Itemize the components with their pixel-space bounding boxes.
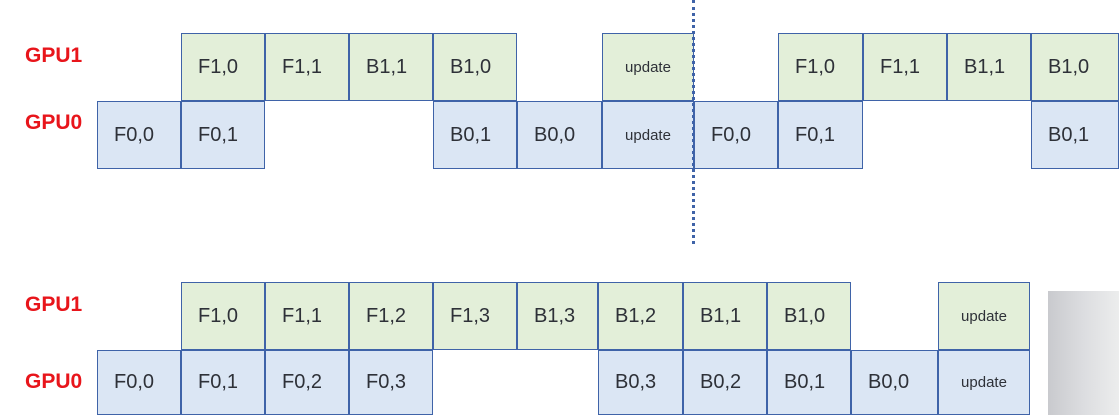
task-cell: B1,3 — [517, 282, 598, 350]
update-cell: update — [938, 350, 1030, 415]
task-cell: B1,0 — [767, 282, 851, 350]
task-cell: F1,3 — [433, 282, 517, 350]
update-cell: update — [602, 101, 694, 169]
task-cell: F0,1 — [778, 101, 863, 169]
task-cell: F0,1 — [181, 350, 265, 415]
task-cell: B0,1 — [767, 350, 851, 415]
gpu0-label-top: GPU0 — [25, 111, 83, 134]
gpu1-label-bottom: GPU1 — [25, 293, 83, 316]
task-cell: B1,1 — [683, 282, 767, 350]
task-cell: F0,2 — [265, 350, 349, 415]
task-cell: B1,0 — [1031, 33, 1119, 101]
task-cell: B1,2 — [598, 282, 683, 350]
task-cell: F0,3 — [349, 350, 433, 415]
gpu1-label-top: GPU1 — [25, 44, 83, 67]
grey-panel — [1048, 291, 1119, 415]
task-cell: B0,0 — [517, 101, 602, 169]
task-cell: F1,1 — [265, 33, 349, 101]
task-cell: B0,3 — [598, 350, 683, 415]
task-cell: F1,1 — [863, 33, 947, 101]
task-cell: F0,0 — [97, 101, 181, 169]
task-cell: F0,0 — [694, 101, 778, 169]
task-cell: B1,0 — [433, 33, 517, 101]
task-cell: F1,0 — [181, 282, 265, 350]
task-cell: F1,0 — [778, 33, 863, 101]
task-cell: B0,0 — [851, 350, 938, 415]
update-cell: update — [602, 33, 694, 101]
task-cell: F0,0 — [97, 350, 181, 415]
task-cell: F1,1 — [265, 282, 349, 350]
task-cell: F1,2 — [349, 282, 433, 350]
task-cell: B1,1 — [947, 33, 1031, 101]
task-cell: B0,2 — [683, 350, 767, 415]
gpu0-label-bottom: GPU0 — [25, 370, 83, 393]
task-cell: B0,1 — [433, 101, 517, 169]
task-cell: F1,0 — [181, 33, 265, 101]
iteration-divider — [692, 0, 695, 244]
update-cell: update — [938, 282, 1030, 350]
task-cell: F0,1 — [181, 101, 265, 169]
task-cell: B0,1 — [1031, 101, 1119, 169]
task-cell: B1,1 — [349, 33, 433, 101]
